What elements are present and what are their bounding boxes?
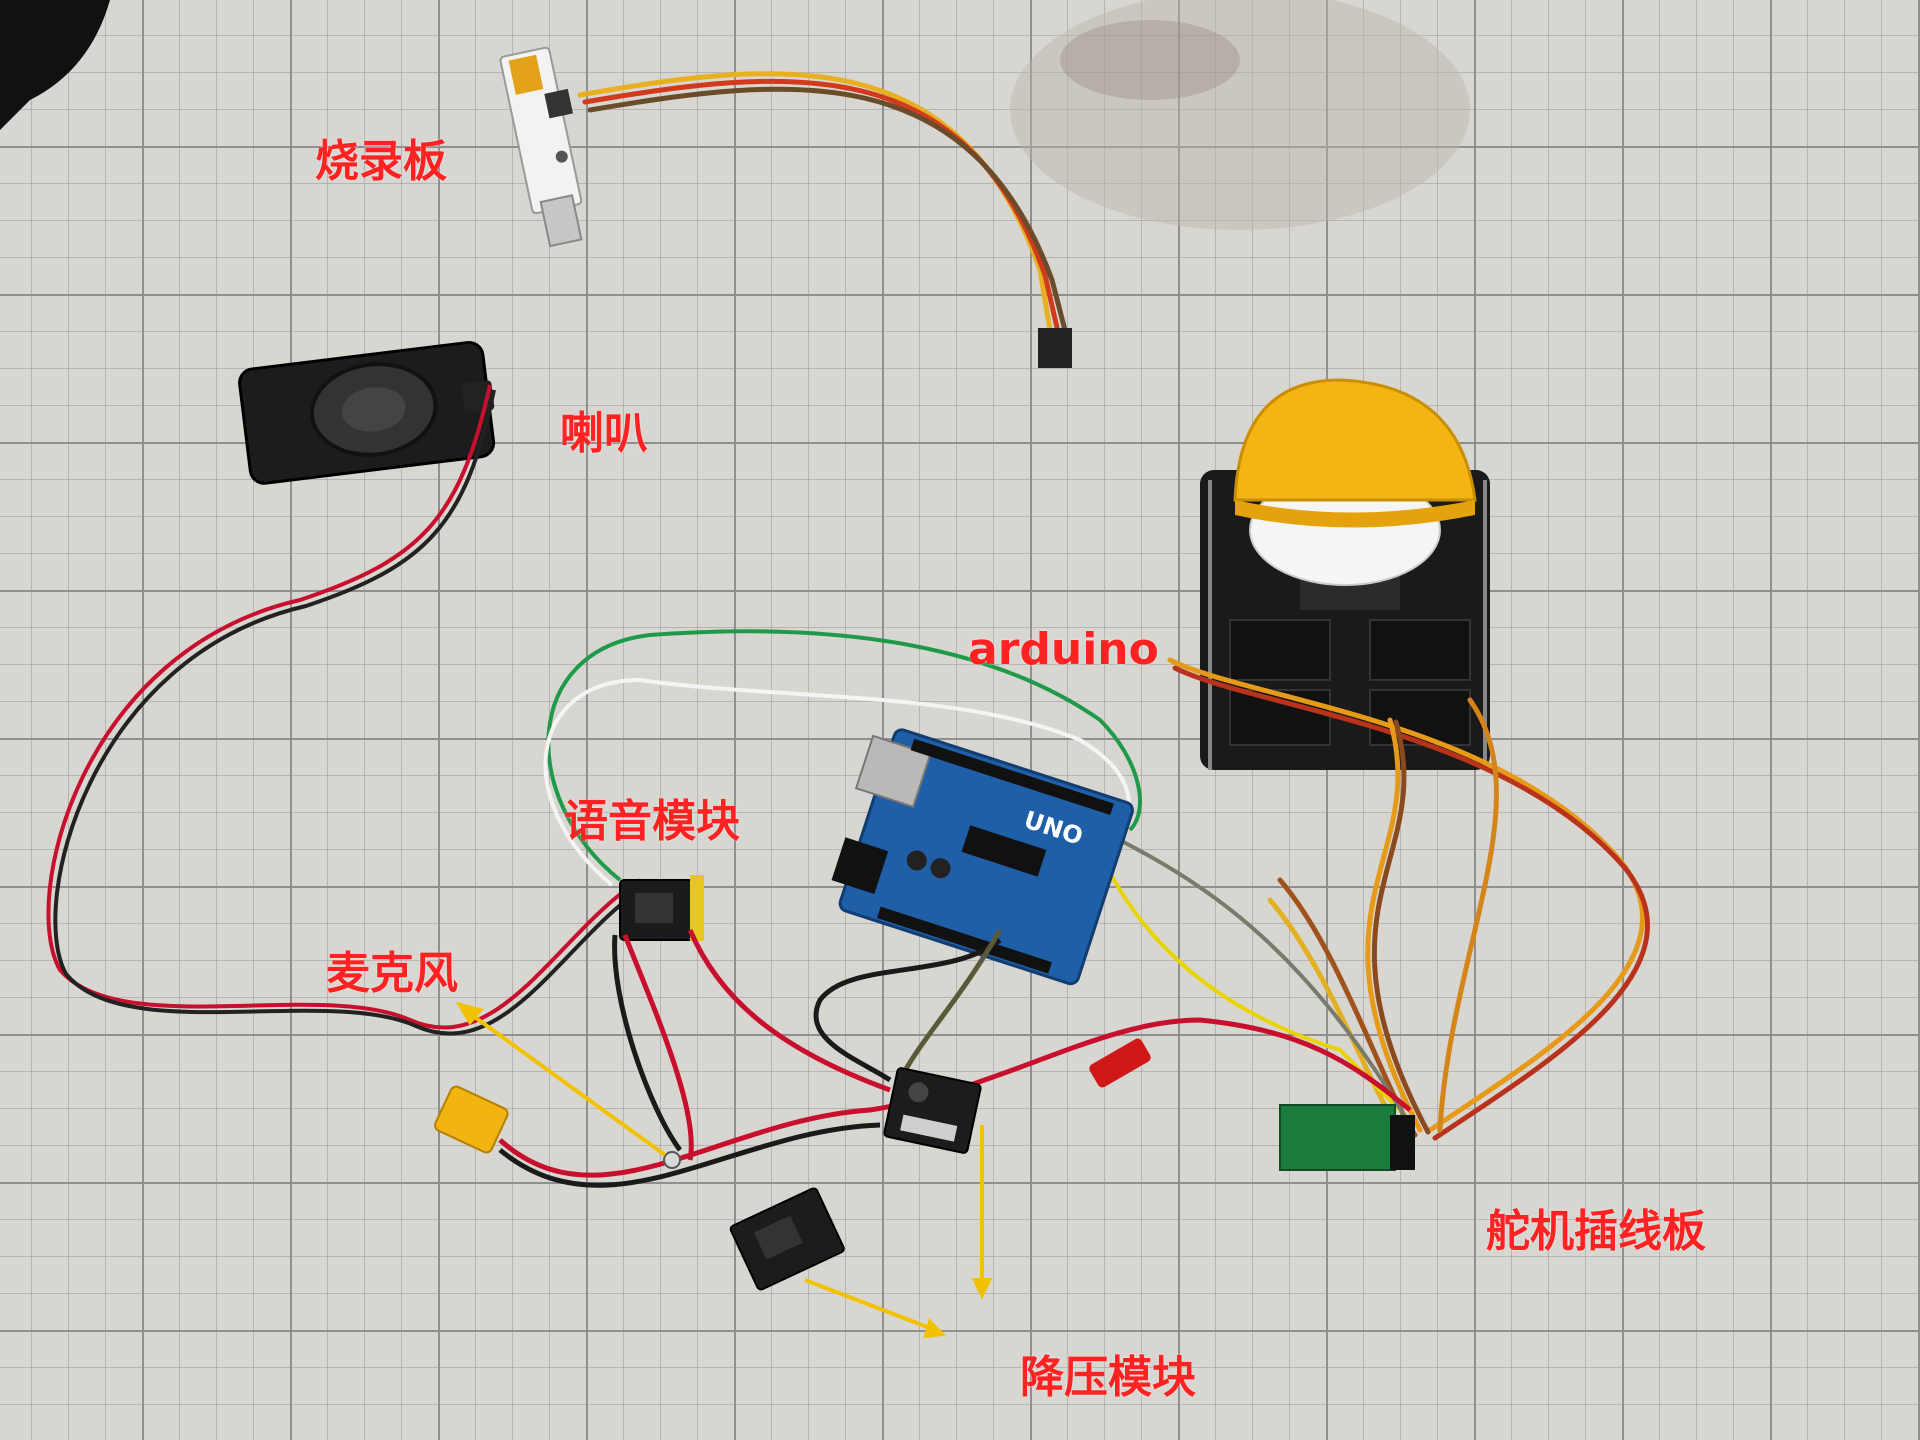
- annotation-arrows: [455, 1001, 993, 1339]
- burner-connector: [1038, 328, 1072, 368]
- red-connector: [1089, 1038, 1151, 1088]
- jumper-wires: [543, 629, 1142, 887]
- label-arduino: arduino: [968, 624, 1159, 675]
- label-burner-board: 烧录板: [315, 136, 447, 187]
- xt60-connector: [434, 1085, 509, 1154]
- buck-module-2: [729, 1187, 845, 1291]
- voice-module: [619, 875, 704, 941]
- speaker-wire: [46, 384, 648, 1036]
- mat-stain: [1010, 0, 1470, 230]
- microphone: [663, 1151, 681, 1169]
- label-microphone: 麦克风: [326, 948, 458, 999]
- buck-module-1: [883, 1067, 982, 1154]
- power-wires: [498, 928, 1412, 1188]
- servo-perfboard: [1279, 1104, 1415, 1171]
- label-voice-module: 语音模块: [564, 796, 740, 847]
- burner-board: [499, 46, 583, 248]
- label-servo-board: 舵机插线板: [1486, 1206, 1706, 1257]
- signal-wires: [1078, 799, 1412, 1127]
- yellow-helmet: [1233, 378, 1477, 586]
- label-speaker: 喇叭: [560, 408, 648, 459]
- burner-cable: [577, 71, 1069, 337]
- label-buck-module: 降压模块: [1020, 1352, 1196, 1403]
- arduino-board: UNO: [831, 728, 1134, 986]
- speaker: [238, 340, 496, 485]
- servo-cables: [1167, 657, 1650, 1143]
- black-cloth: [0, 0, 110, 130]
